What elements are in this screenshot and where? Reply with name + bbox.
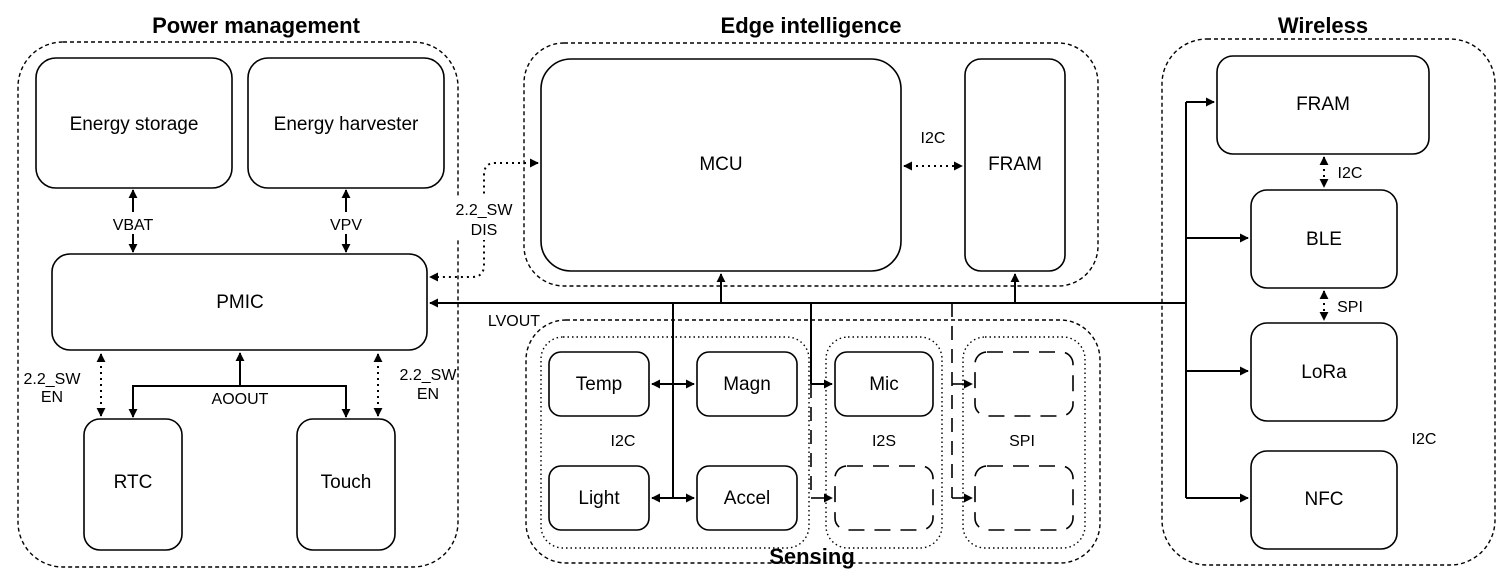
sw-en-right-label-1: 2.2_SW: [400, 367, 458, 384]
spi-placeholder-block-top: [974, 351, 1074, 417]
wireless-title: Wireless: [1278, 13, 1368, 38]
sw-en-left-label-2: EN: [41, 389, 63, 406]
sensing-spi-label: SPI: [1009, 433, 1035, 450]
sensing-i2c-subgroup: [540, 336, 810, 549]
sw-dis-label-1: 2.2_SW: [456, 202, 514, 219]
vpv-label: VPV: [330, 217, 362, 234]
i2s-placeholder-block: [834, 465, 934, 531]
mcu-label: MCU: [699, 154, 742, 175]
power-management-title: Power management: [152, 13, 361, 38]
magn-block: [696, 351, 798, 417]
mic-label: Mic: [869, 374, 899, 395]
lvout-label: LVOUT: [488, 313, 540, 330]
ble-label: BLE: [1306, 229, 1342, 250]
fram-ble-i2c-label: I2C: [1338, 165, 1363, 182]
sensing-group: [525, 319, 1101, 564]
sw-en-left-label-1: 2.2_SW: [24, 371, 82, 388]
vpv-label-bg: [324, 212, 368, 234]
ble-block: [1250, 189, 1398, 289]
sw-en-right-label-2: EN: [417, 386, 439, 403]
temp-block: [548, 351, 650, 417]
sensing-i2c-label: I2C: [611, 433, 636, 450]
sensing-i2s-label: I2S: [872, 433, 896, 450]
spi-placeholder-block-bottom: [974, 465, 1074, 531]
aoout-bus: [128, 385, 351, 418]
mcu-block: [540, 58, 902, 272]
mic-block: [834, 351, 934, 417]
sw-dis-label-bg: [452, 196, 516, 240]
magn-label: Magn: [723, 374, 771, 395]
pmic-block: [51, 253, 428, 351]
sensing-spi-subgroup: [962, 336, 1086, 549]
fram-edge-label: FRAM: [988, 154, 1042, 175]
mcu-fram-i2c-label: I2C: [921, 130, 946, 147]
energy-harvester-label: Energy harvester: [274, 114, 419, 135]
touch-block: [296, 418, 396, 551]
power-management-group: [17, 41, 459, 568]
energy-harvester-block: [247, 57, 445, 189]
accel-block: [696, 465, 798, 531]
light-block: [548, 465, 650, 531]
energy-storage-label: Energy storage: [70, 114, 199, 135]
aoout-label: AOOUT: [212, 391, 269, 408]
vbat-label-bg: [104, 212, 162, 234]
ble-lora-spi-label: SPI: [1337, 299, 1363, 316]
rtc-block: [83, 418, 183, 551]
wireless-i2c-label: I2C: [1412, 431, 1437, 448]
light-label: Light: [578, 488, 620, 509]
touch-label: Touch: [321, 472, 372, 493]
vbat-label: VBAT: [113, 217, 154, 234]
sensing-title: Sensing: [769, 544, 855, 569]
pmic-label: PMIC: [216, 292, 264, 313]
lora-label: LoRa: [1301, 362, 1347, 383]
fram-wireless-label: FRAM: [1296, 94, 1350, 115]
sensing-i2s-subgroup: [825, 336, 943, 549]
edge-intelligence-title: Edge intelligence: [721, 13, 902, 38]
nfc-label: NFC: [1304, 489, 1343, 510]
fram-wireless-block: [1216, 55, 1430, 155]
nfc-block: [1250, 450, 1398, 550]
temp-label: Temp: [576, 374, 622, 395]
edge-intelligence-group: [523, 42, 1099, 287]
rtc-label: RTC: [114, 472, 153, 493]
fram-edge-block: [964, 58, 1066, 272]
lora-block: [1250, 322, 1398, 422]
energy-storage-block: [35, 57, 233, 189]
accel-label: Accel: [724, 488, 770, 509]
sw-dis-label-2: DIS: [471, 222, 498, 239]
